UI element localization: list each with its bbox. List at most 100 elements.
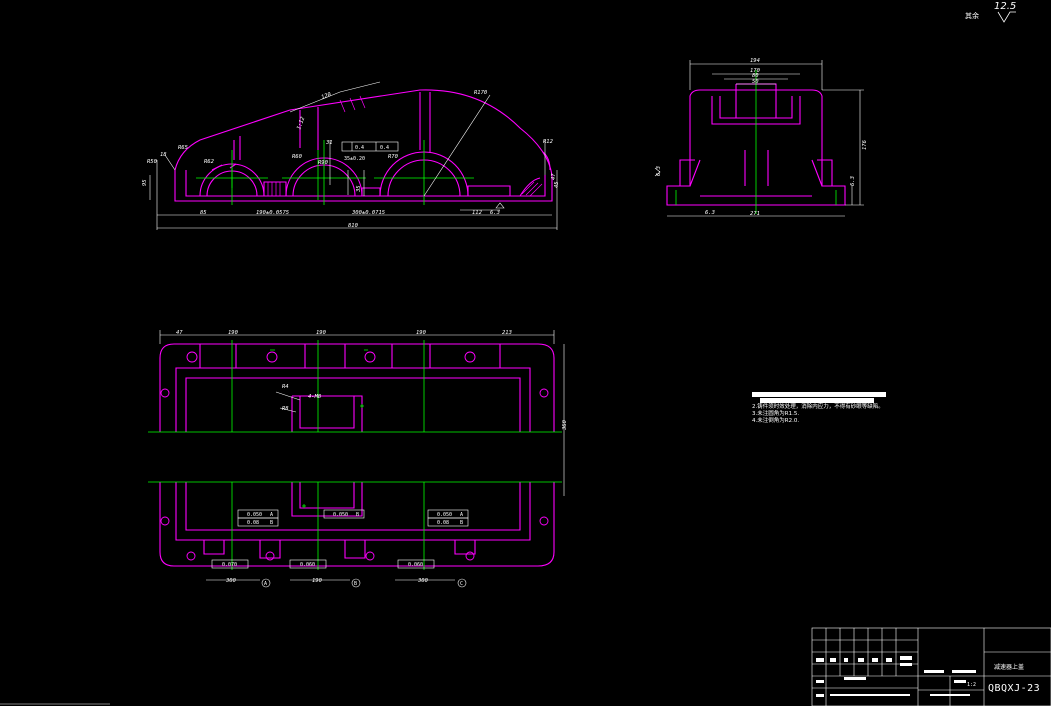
bottom-tol-1: 0.070 bbox=[222, 562, 237, 568]
dim-r170: R170 bbox=[474, 90, 488, 96]
svg-text:B: B bbox=[460, 520, 463, 526]
top-view-centerlines bbox=[148, 340, 562, 570]
side-view: 194 170 80 50 271 176 6.3 6.3 6.3 bbox=[654, 58, 868, 217]
top-dim-r4: R4 bbox=[282, 384, 289, 390]
roughness-corner-symbol bbox=[997, 11, 1016, 23]
top-dim-190-3: 190 bbox=[416, 330, 427, 336]
top-view-outline bbox=[159, 343, 555, 567]
tol-value-3: 35±0.20 bbox=[344, 156, 365, 162]
dim-r60: R60 bbox=[292, 154, 303, 160]
technical-notes: 2.铸件须时效处理，消除内应力，不得有砂眼等缺陷。 3.未注圆角为R1.5. 4… bbox=[752, 392, 886, 425]
note-line-3: 3.未注圆角为R1.5. bbox=[752, 411, 800, 417]
top-view: 47 190 190 190 213 R4 R8 4-M8 300 190 30… bbox=[148, 330, 568, 588]
side-dim-170: 170 bbox=[750, 68, 761, 74]
front-view-tolerance: 0.4 0.4 35±0.20 bbox=[341, 141, 505, 209]
svg-text:0.08: 0.08 bbox=[437, 520, 449, 526]
side-view-centerlines bbox=[675, 70, 837, 214]
notes-subheading-bar bbox=[760, 398, 874, 405]
dim-31: 31 bbox=[325, 140, 333, 146]
dim-r12: R12 bbox=[543, 139, 554, 145]
svg-text:0.08: 0.08 bbox=[247, 520, 259, 526]
title-block bbox=[811, 627, 1051, 706]
side-dim-176: 176 bbox=[862, 139, 868, 150]
dim-47: 47 bbox=[551, 173, 557, 180]
top-dim-213: 213 bbox=[502, 330, 512, 336]
tol-value-2: 0.4 bbox=[380, 145, 389, 151]
dim-r65: R65 bbox=[178, 145, 188, 151]
front-view-centerlines bbox=[196, 140, 474, 205]
drawing-number: QBQXJ-23 bbox=[988, 683, 1041, 694]
notes-heading-bar bbox=[752, 392, 886, 399]
top-view-holes bbox=[160, 351, 549, 561]
dim-35: 35 bbox=[356, 185, 362, 193]
side-dim-50: 50 bbox=[752, 79, 759, 85]
tol-value-1: 0.4 bbox=[355, 145, 364, 151]
dim-112: 112 bbox=[472, 210, 483, 216]
top-dim-r8: R8 bbox=[282, 406, 289, 412]
bottom-tol-3: 0.060 bbox=[408, 562, 423, 568]
dim-190: 190±0.0575 bbox=[256, 210, 289, 216]
top-view-gdt: 0.050 A 0.08 B 0.050 B 0.050 A 0.08 B 0.… bbox=[211, 509, 469, 588]
front-view: R50 R65 R62 R60 R70 R90 R170 R12 120 95 … bbox=[142, 81, 560, 230]
dim-slope: 1:12 bbox=[296, 116, 306, 131]
side-dim-80: 80 bbox=[752, 73, 759, 79]
side-roughness-2: 6.3 bbox=[705, 210, 715, 216]
dim-120: 120 bbox=[321, 92, 333, 101]
note-line-4: 4.未注倒角为R2.0. bbox=[752, 418, 800, 424]
top-view-markers bbox=[302, 404, 364, 508]
bottom-tol-2: 0.060 bbox=[300, 562, 315, 568]
dim-6-3: 6.3 bbox=[490, 210, 500, 216]
top-dim-190-1: 190 bbox=[228, 330, 239, 336]
svg-text:0.050: 0.050 bbox=[333, 512, 348, 518]
dim-r90: R90 bbox=[318, 160, 329, 166]
dim-300: 300±0.0715 bbox=[351, 210, 385, 216]
dim-18: 18 bbox=[160, 152, 167, 158]
front-view-dim-texts: R50 R65 R62 R60 R70 R90 R170 R12 120 95 … bbox=[142, 90, 560, 229]
datum-c: C bbox=[460, 581, 463, 587]
svg-text:A: A bbox=[460, 512, 463, 518]
side-view-dimlines bbox=[667, 60, 864, 217]
title-block-scale: 1:2 bbox=[967, 682, 976, 688]
svg-text:0.050: 0.050 bbox=[247, 512, 262, 518]
top-dim-height: 360 bbox=[562, 419, 568, 431]
top-dim-190-bottom: 190 bbox=[312, 578, 323, 584]
roughness-label: 其余 bbox=[965, 12, 979, 20]
dim-85: 85 bbox=[200, 210, 207, 216]
gdt-frame-center: 0.050 B bbox=[323, 509, 365, 519]
dim-r62: R62 bbox=[204, 159, 215, 165]
title-block-fills bbox=[816, 656, 976, 697]
top-dim-47: 47 bbox=[176, 330, 183, 336]
svg-text:B: B bbox=[356, 512, 359, 518]
part-title: 减速器上盖 bbox=[994, 664, 1025, 671]
top-view-dimlines bbox=[159, 330, 565, 581]
svg-text:A: A bbox=[270, 512, 273, 518]
dim-r70: R70 bbox=[388, 154, 399, 160]
svg-text:B: B bbox=[270, 520, 273, 526]
dim-r50: R50 bbox=[147, 159, 158, 165]
gdt-frame-left: 0.050 A 0.08 B bbox=[237, 509, 279, 527]
dim-45: 45 bbox=[554, 181, 560, 188]
note-line-2: 2.铸件须时效处理，消除内应力，不得有砂眼等缺陷。 bbox=[752, 404, 884, 410]
side-dim-194: 194 bbox=[750, 58, 760, 64]
front-view-dimlines bbox=[149, 81, 558, 230]
roughness-value: 12.5 bbox=[994, 1, 1017, 12]
top-view-dim-texts: 47 190 190 190 213 R4 R8 4-M8 300 190 30… bbox=[176, 330, 568, 584]
datum-markers: A B C bbox=[261, 578, 467, 588]
bottom-tol-frames: 0.070 0.060 0.060 bbox=[211, 559, 435, 569]
dim-810: 810 bbox=[348, 223, 359, 229]
title-block-grid bbox=[812, 628, 918, 706]
front-view-hatch bbox=[267, 95, 543, 197]
top-dim-190-2: 190 bbox=[316, 330, 327, 336]
datum-a: A bbox=[264, 581, 267, 587]
top-dim-m8: 4-M8 bbox=[308, 394, 322, 400]
top-dim-300-left: 300 bbox=[225, 578, 237, 584]
gdt-frame-right: 0.050 A 0.08 B bbox=[427, 509, 469, 527]
roughness-symbol bbox=[495, 202, 505, 209]
side-roughness-3: 6.3 bbox=[850, 176, 856, 186]
dim-95: 95 bbox=[142, 179, 148, 186]
svg-text:0.050: 0.050 bbox=[437, 512, 452, 518]
top-dim-300-right: 300 bbox=[417, 578, 429, 584]
side-dim-271: 271 bbox=[750, 211, 760, 217]
datum-b: B bbox=[354, 581, 357, 587]
